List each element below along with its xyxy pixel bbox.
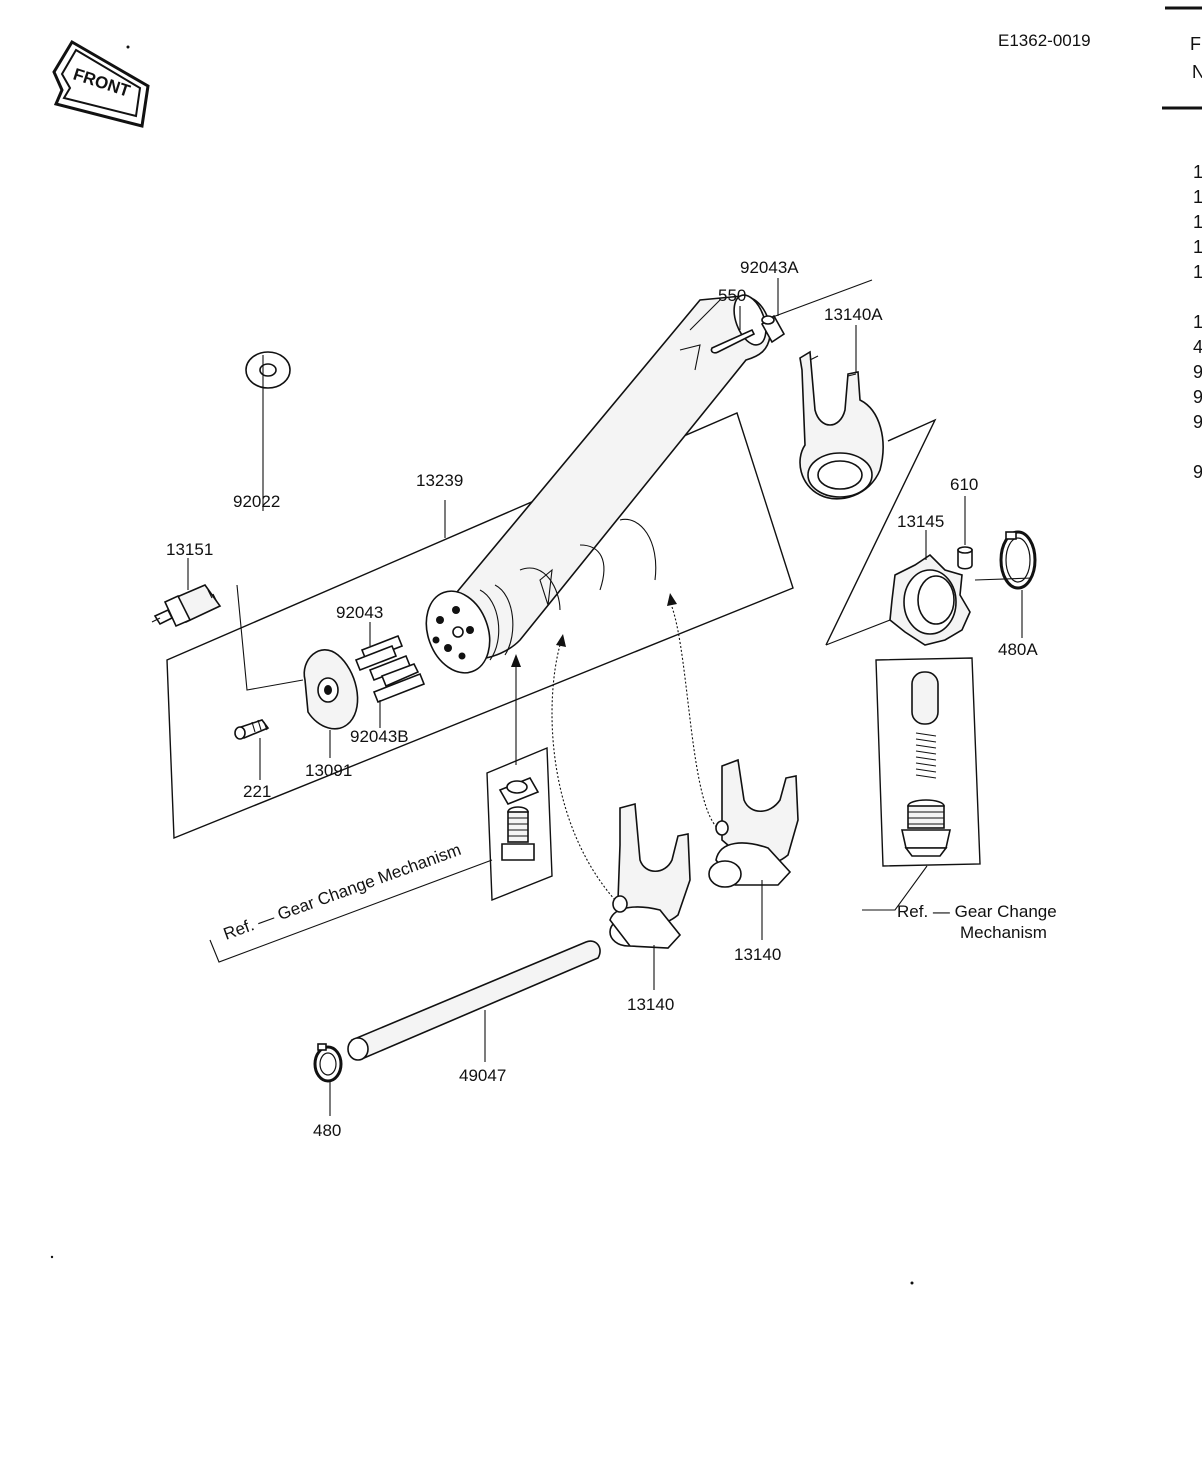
- label-13140-left: 13140: [627, 995, 674, 1014]
- margin-fragment-1: N: [1192, 62, 1202, 82]
- label-221: 221: [243, 782, 271, 801]
- gear-change-bolt: [501, 806, 535, 861]
- label-550: 550: [718, 286, 746, 305]
- detent-set-frame: [875, 657, 981, 867]
- label-13140-right: 13140: [734, 945, 781, 964]
- label-49047: 49047: [459, 1066, 506, 1085]
- circlip-480A: [999, 530, 1037, 590]
- detent-bolt: [901, 799, 951, 857]
- label-13151: 13151: [166, 540, 213, 559]
- label-92043A: 92043A: [740, 258, 799, 277]
- margin-fragment-9: 9: [1193, 362, 1202, 382]
- left-ref-bracket: [209, 859, 493, 963]
- shift-fork-13140-right: [708, 758, 799, 888]
- margin-fragment-7: 1: [1193, 312, 1202, 332]
- detent-spring-icon: [915, 732, 937, 779]
- label-13140A: 13140A: [824, 305, 883, 324]
- shift-fork-13140A: [799, 350, 884, 500]
- shift-drum: [425, 294, 771, 674]
- gear-change-ref-frame: [486, 746, 553, 902]
- margin-fragment-12: 9: [1193, 462, 1202, 482]
- ref-label-right-line2: Mechanism: [960, 923, 1047, 942]
- front-arrow-icon: FRONT: [52, 39, 150, 128]
- label-480A: 480A: [998, 640, 1038, 659]
- pin-610: [957, 546, 973, 570]
- neutral-switch-13151: [151, 584, 222, 628]
- right-margin-fragments: F N 1 1 1 1 1 1 4 9 9 9 9: [1162, 6, 1202, 482]
- label-480: 480: [313, 1121, 341, 1140]
- gear-change-stopper: [498, 776, 540, 806]
- screw-221: [234, 719, 270, 740]
- label-92043: 92043: [336, 603, 383, 622]
- drawing-code: E1362-0019: [998, 31, 1091, 50]
- margin-fragment-5: 1: [1193, 237, 1202, 257]
- fork-shaft-49047: [347, 940, 601, 1061]
- label-13091: 13091: [305, 761, 352, 780]
- margin-fragment-0: F: [1190, 34, 1201, 54]
- ref-label-right-line1: Ref. — Gear Change: [897, 902, 1057, 921]
- leader-lines: [187, 278, 1023, 1116]
- circlip-480: [313, 1043, 343, 1083]
- pins-92043: [354, 634, 426, 704]
- margin-fragment-2: 1: [1193, 162, 1202, 182]
- margin-fragment-4: 1: [1193, 212, 1202, 232]
- label-92043B: 92043B: [350, 727, 409, 746]
- label-13239: 13239: [416, 471, 463, 490]
- margin-fragment-11: 9: [1193, 412, 1202, 432]
- margin-fragment-3: 1: [1193, 187, 1202, 207]
- label-92022: 92022: [233, 492, 280, 511]
- margin-fragment-6: 1: [1193, 262, 1202, 282]
- pin-92043A: [760, 314, 786, 344]
- margin-fragment-8: 4: [1193, 337, 1202, 357]
- label-13145: 13145: [897, 512, 944, 531]
- label-610: 610: [950, 475, 978, 494]
- drum-plate-13091: [303, 649, 359, 730]
- cotter-pin-550: [710, 328, 756, 354]
- ref-label-left: Ref. — Gear Change Mechanism: [221, 840, 464, 944]
- washer-92022: [245, 351, 291, 389]
- detent-plunger: [911, 671, 939, 725]
- shift-fork-13140-left: [609, 802, 691, 949]
- shift-drum-cam-13145: [889, 553, 971, 646]
- margin-fragment-10: 9: [1193, 387, 1202, 407]
